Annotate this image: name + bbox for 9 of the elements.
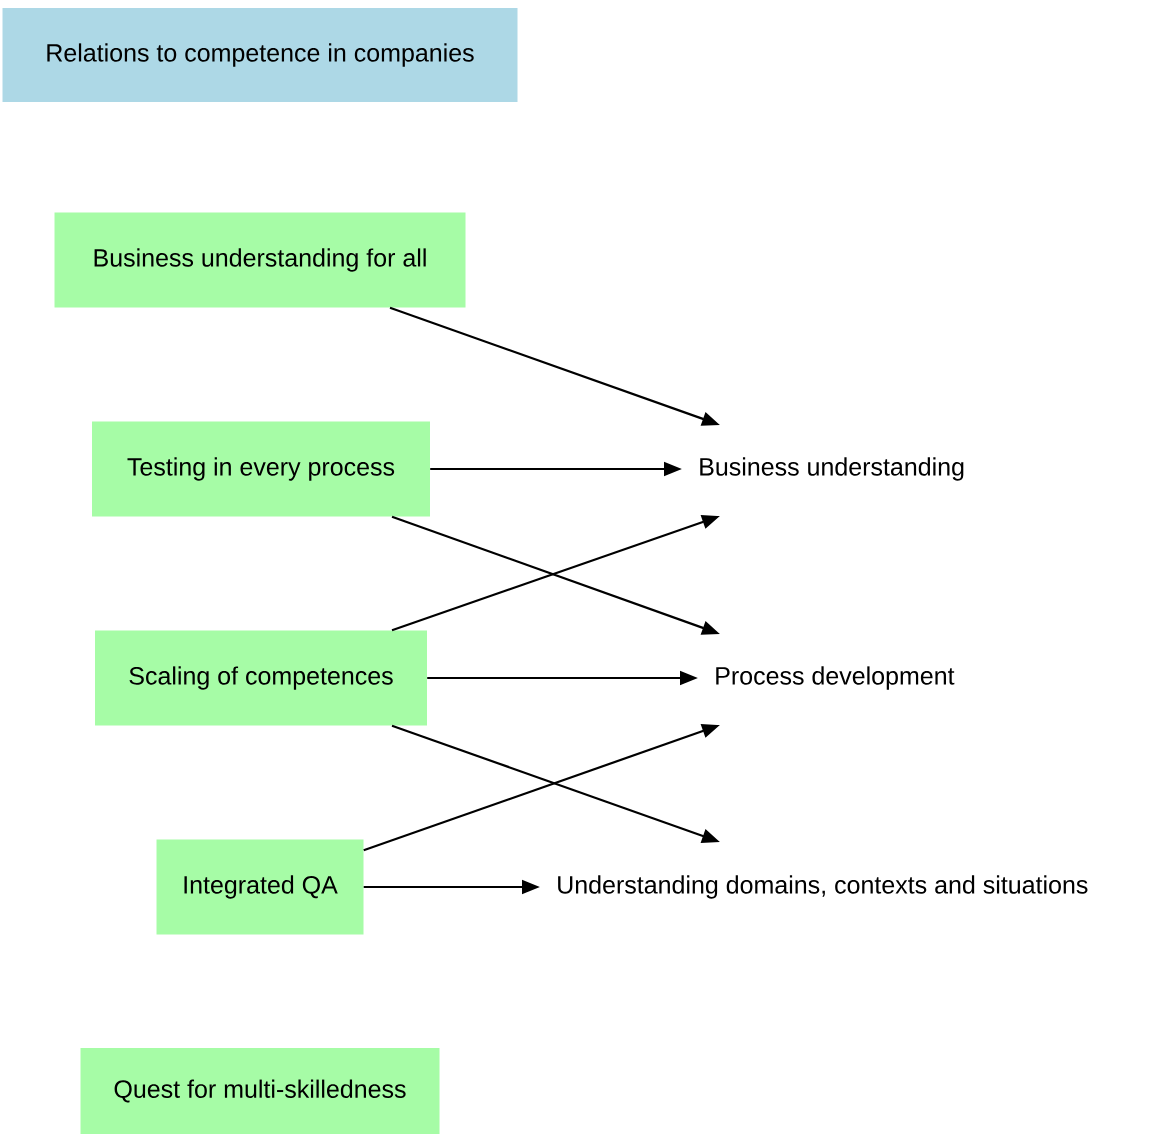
process-box: Business understanding for all [54,212,466,308]
process-box: Quest for multi-skilledness [80,1048,440,1134]
title-box: Relations to competence in companies [2,8,518,102]
node-label: Process development [716,666,955,690]
process-box: Scaling of competences [95,630,427,726]
process-box: Integrated QA [156,839,364,935]
node-label: Understanding domains, contexts and situations [558,875,1088,899]
node-label: Business understanding [700,457,964,481]
process-box: Testing in every process [92,421,430,517]
